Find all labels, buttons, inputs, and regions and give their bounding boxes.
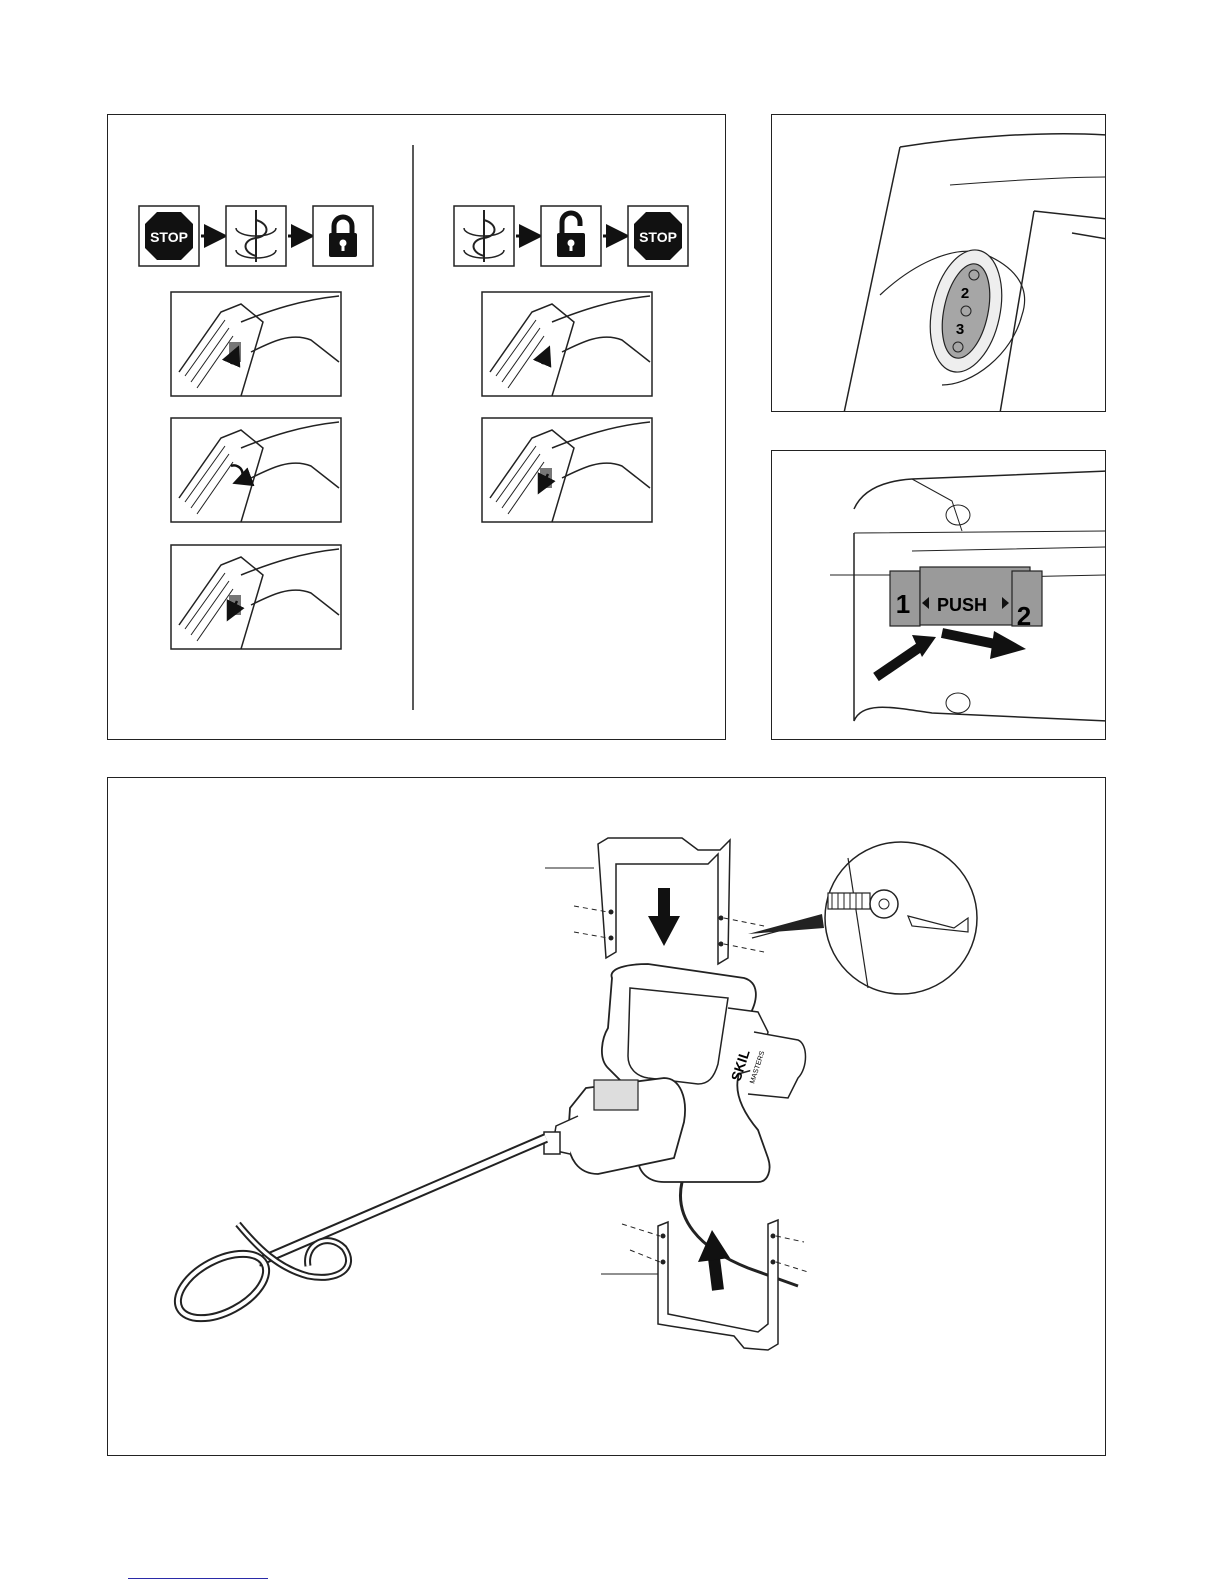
mixer-tool: SKIL MASTERS	[167, 964, 805, 1331]
hand-trigger-illustration-1	[171, 292, 341, 396]
screw-icon	[828, 893, 870, 909]
upper-guard-bracket	[574, 838, 764, 964]
switch-sequence-panel: STOP	[107, 114, 726, 740]
hand-trigger-illustration-3	[171, 545, 341, 649]
lower-guard-bracket	[622, 1220, 808, 1350]
mixer-rotation-icon	[226, 206, 286, 266]
speed-mark-2: 2	[961, 285, 969, 302]
gear-switch-panel: 1 PUSH 2	[771, 450, 1106, 740]
lock-icon	[313, 206, 373, 266]
switch-position-1: 1	[896, 589, 910, 619]
push-label: PUSH	[937, 595, 987, 615]
hand-trigger-illustration-5	[482, 418, 652, 522]
footer-rule	[128, 1578, 268, 1579]
stop-icon: STOP	[139, 206, 199, 266]
mixer-rotation-icon	[454, 206, 514, 266]
hand-trigger-illustration-2	[171, 418, 341, 522]
stop-icon-label: STOP	[639, 229, 677, 245]
stop-icon: STOP	[628, 206, 688, 266]
switch-position-2: 2	[1017, 601, 1031, 631]
mixer-assembly-panel: SKIL MASTERS	[107, 777, 1106, 1456]
screw-detail-callout	[825, 842, 977, 994]
unlock-icon	[541, 206, 601, 266]
speed-mark-3: 3	[956, 321, 964, 338]
speed-dial-panel: 2 3	[771, 114, 1106, 412]
hand-trigger-illustration-4	[482, 292, 652, 396]
stop-icon-label: STOP	[150, 229, 188, 245]
